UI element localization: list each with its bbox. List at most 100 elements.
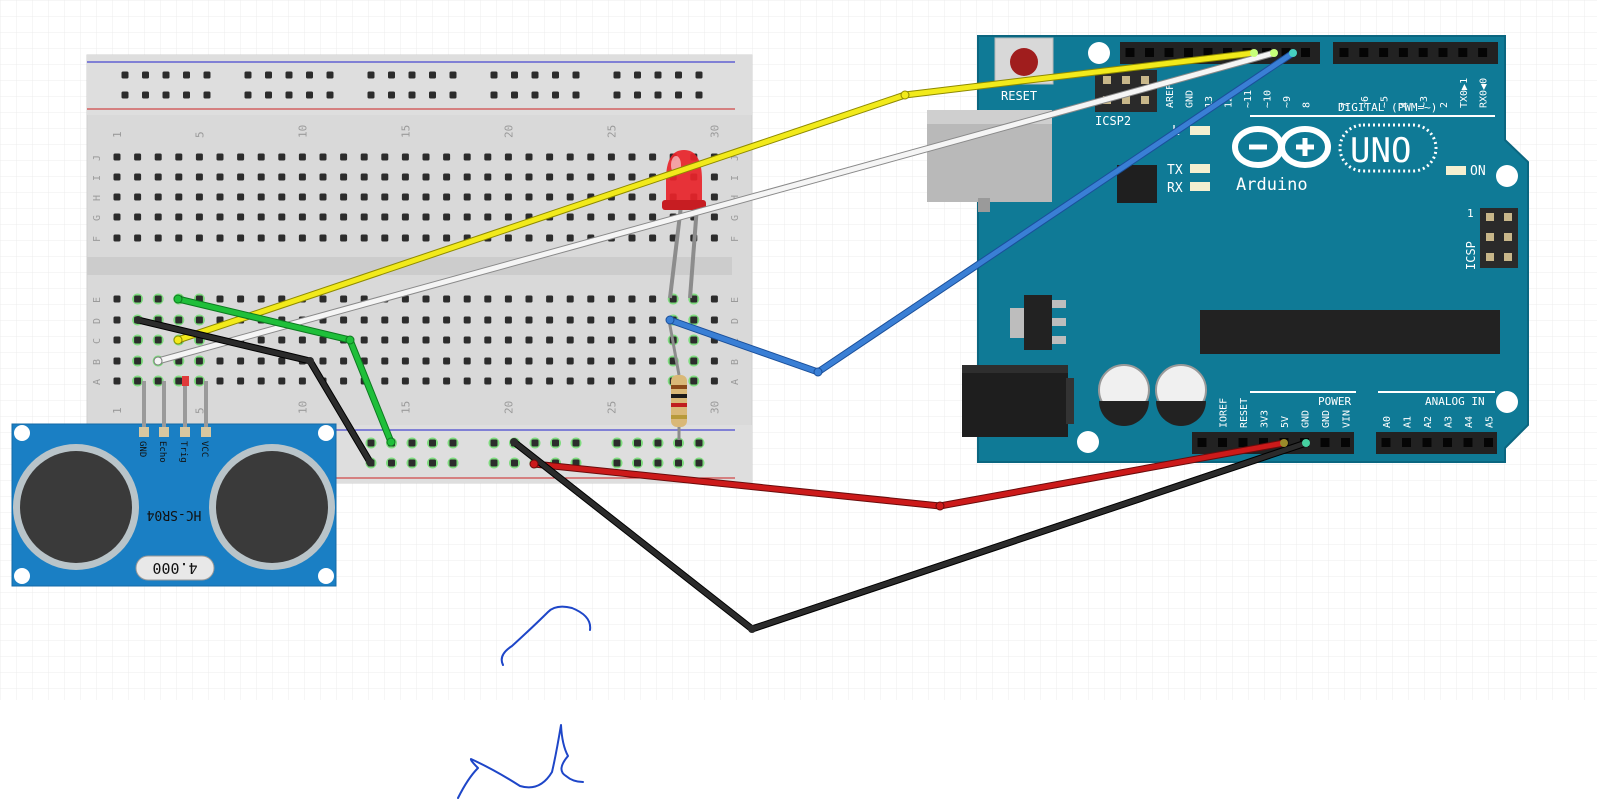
breadboard-hole[interactable]	[504, 316, 512, 324]
breadboard-hole[interactable]	[175, 153, 183, 161]
breadboard-hole[interactable]	[113, 377, 121, 385]
breadboard-hole[interactable]	[134, 153, 142, 161]
breadboard-hole[interactable]	[216, 234, 224, 242]
breadboard-hole[interactable]	[278, 153, 286, 161]
breadboard-hole[interactable]	[422, 377, 430, 385]
breadboard-hole[interactable]	[504, 357, 512, 365]
breadboard-hole[interactable]	[422, 316, 430, 324]
rail-hole[interactable]	[162, 71, 170, 79]
rail-hole[interactable]	[326, 71, 334, 79]
rail-hole[interactable]	[552, 439, 559, 447]
breadboard-hole[interactable]	[443, 153, 451, 161]
breadboard-hole[interactable]	[607, 173, 615, 181]
breadboard-hole[interactable]	[525, 336, 533, 344]
breadboard-hole[interactable]	[195, 153, 203, 161]
rail-hole[interactable]	[121, 91, 129, 99]
breadboard-hole[interactable]	[443, 336, 451, 344]
rail-hole[interactable]	[265, 71, 272, 79]
rail-hole[interactable]	[408, 91, 416, 99]
rail-hole[interactable]	[244, 91, 252, 99]
rail-hole[interactable]	[572, 91, 580, 99]
rail-hole[interactable]	[675, 71, 682, 79]
rail-hole[interactable]	[531, 71, 539, 79]
breadboard-hole[interactable]	[443, 295, 451, 303]
breadboard-hole[interactable]	[257, 213, 265, 221]
breadboard-hole[interactable]	[134, 295, 142, 303]
breadboard-hole[interactable]	[113, 173, 121, 181]
breadboard-hole[interactable]	[154, 213, 162, 221]
breadboard-hole[interactable]	[649, 316, 657, 324]
header-pin[interactable]	[1197, 438, 1207, 447]
breadboard-hole[interactable]	[504, 153, 512, 161]
breadboard-hole[interactable]	[175, 316, 183, 324]
rail-hole[interactable]	[675, 439, 682, 447]
breadboard-hole[interactable]	[649, 213, 657, 221]
breadboard-hole[interactable]	[257, 193, 265, 201]
breadboard-hole[interactable]	[381, 153, 389, 161]
rail-hole[interactable]	[367, 439, 375, 447]
breadboard-hole[interactable]	[649, 153, 657, 161]
header-pin[interactable]	[1145, 48, 1154, 57]
breadboard-hole[interactable]	[607, 357, 615, 365]
breadboard-hole[interactable]	[443, 357, 451, 365]
header-pin[interactable]	[1125, 48, 1135, 57]
breadboard-hole[interactable]	[566, 193, 574, 201]
breadboard-hole[interactable]	[113, 295, 121, 303]
breadboard-hole[interactable]	[134, 377, 142, 385]
breadboard-hole[interactable]	[566, 234, 574, 242]
breadboard-hole[interactable]	[216, 357, 224, 365]
breadboard-hole[interactable]	[690, 357, 698, 365]
breadboard-hole[interactable]	[484, 377, 492, 385]
rail-hole[interactable]	[203, 91, 211, 99]
breadboard-hole[interactable]	[257, 295, 265, 303]
breadboard-hole[interactable]	[422, 213, 430, 221]
header-pin[interactable]	[1203, 48, 1213, 57]
breadboard-hole[interactable]	[257, 173, 265, 181]
header-pin[interactable]	[1218, 438, 1227, 447]
breadboard-hole[interactable]	[628, 316, 636, 324]
rail-hole[interactable]	[449, 459, 457, 467]
breadboard-hole[interactable]	[607, 153, 615, 161]
breadboard-hole[interactable]	[463, 377, 471, 385]
breadboard-hole[interactable]	[381, 377, 389, 385]
breadboard-hole[interactable]	[422, 153, 430, 161]
breadboard-hole[interactable]	[381, 234, 389, 242]
breadboard-hole[interactable]	[298, 336, 306, 344]
rail-hole[interactable]	[695, 459, 703, 467]
breadboard-hole[interactable]	[195, 193, 203, 201]
rail-hole[interactable]	[634, 439, 641, 447]
breadboard-hole[interactable]	[566, 295, 574, 303]
breadboard-hole[interactable]	[381, 316, 389, 324]
breadboard-hole[interactable]	[278, 173, 286, 181]
breadboard-hole[interactable]	[401, 316, 409, 324]
breadboard-hole[interactable]	[690, 336, 698, 344]
breadboard-hole[interactable]	[113, 336, 121, 344]
rail-hole[interactable]	[429, 71, 436, 79]
breadboard-hole[interactable]	[134, 193, 142, 201]
breadboard-hole[interactable]	[422, 234, 430, 242]
rail-hole[interactable]	[654, 459, 662, 467]
header-pin[interactable]	[1438, 48, 1448, 57]
breadboard-hole[interactable]	[278, 213, 286, 221]
rail-hole[interactable]	[511, 71, 518, 79]
breadboard-hole[interactable]	[546, 193, 554, 201]
breadboard-hole[interactable]	[319, 193, 327, 201]
breadboard-hole[interactable]	[237, 173, 245, 181]
breadboard-hole[interactable]	[381, 336, 389, 344]
breadboard-hole[interactable]	[525, 173, 533, 181]
breadboard-hole[interactable]	[690, 377, 698, 385]
breadboard-hole[interactable]	[319, 295, 327, 303]
breadboard-hole[interactable]	[504, 193, 512, 201]
breadboard-hole[interactable]	[257, 377, 265, 385]
rail-hole[interactable]	[142, 71, 149, 79]
breadboard-hole[interactable]	[546, 377, 554, 385]
breadboard-hole[interactable]	[237, 295, 245, 303]
rail-hole[interactable]	[367, 71, 375, 79]
breadboard-hole[interactable]	[401, 377, 409, 385]
breadboard-hole[interactable]	[216, 377, 224, 385]
header-pin[interactable]	[1259, 438, 1268, 447]
breadboard-hole[interactable]	[607, 336, 615, 344]
rail-hole[interactable]	[244, 71, 252, 79]
breadboard-hole[interactable]	[628, 213, 636, 221]
